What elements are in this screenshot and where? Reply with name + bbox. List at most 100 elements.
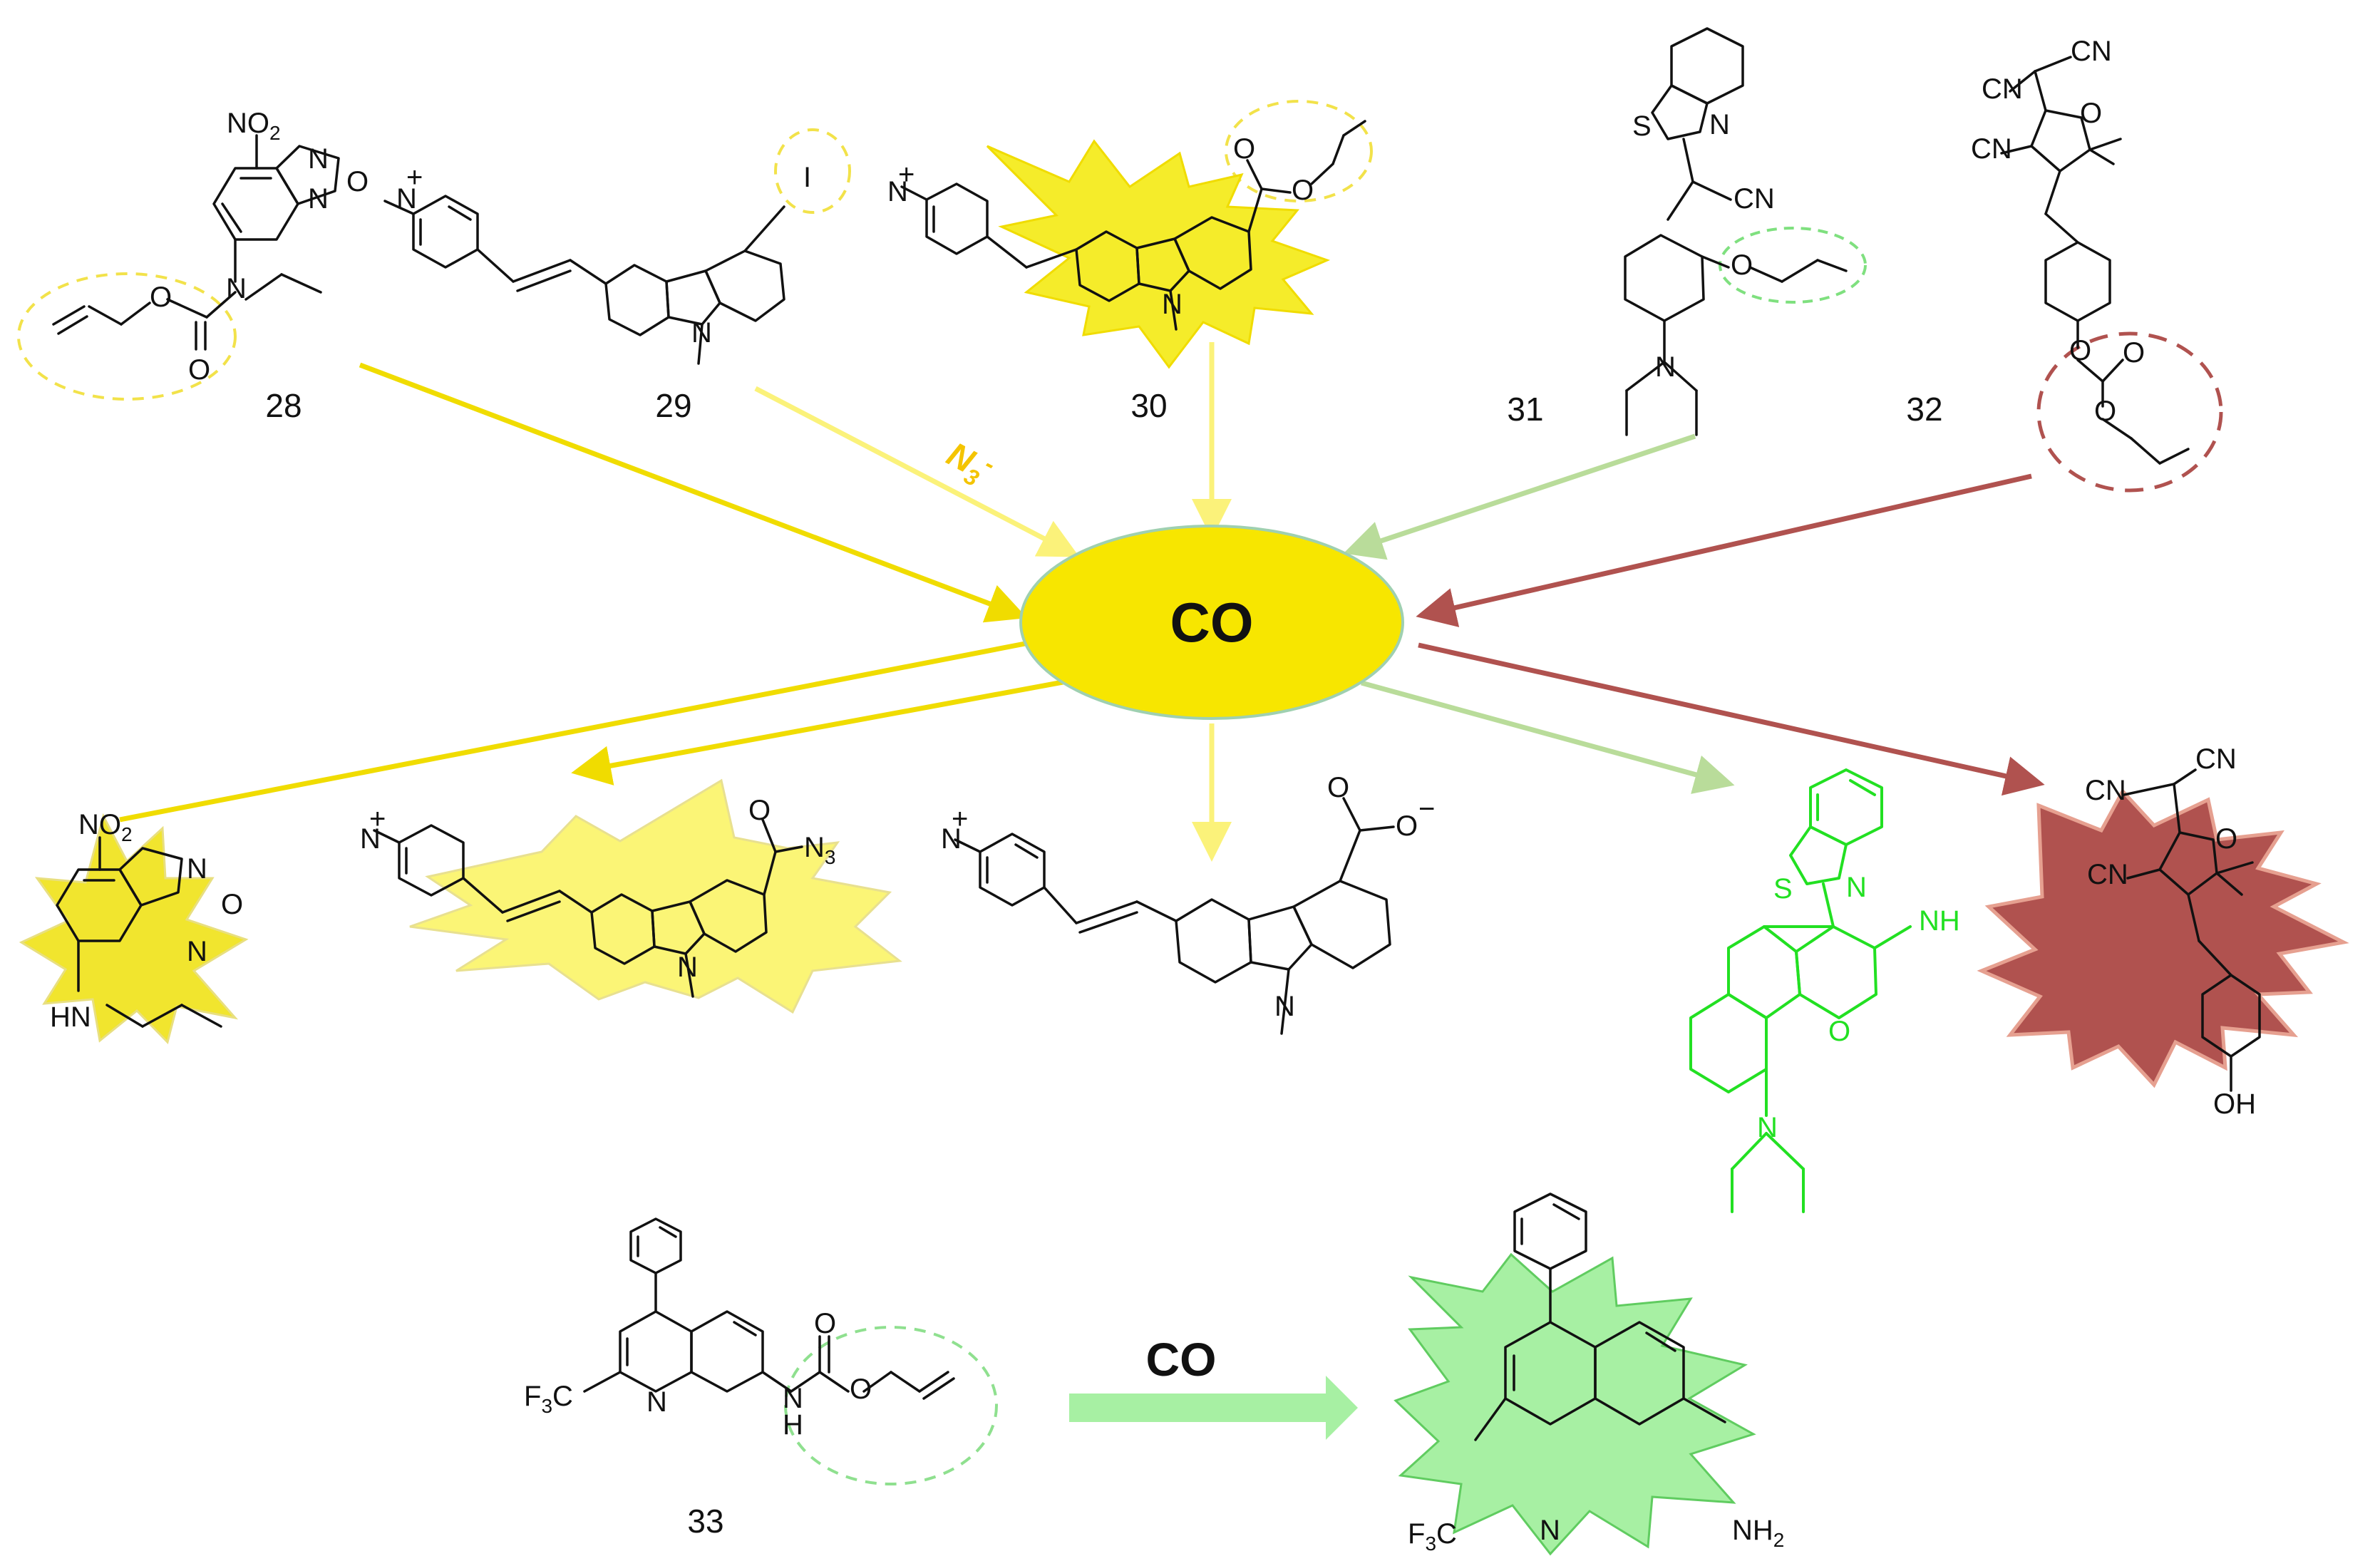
product-33-structure: F3C N NH2 xyxy=(1408,1192,1784,1555)
svg-text:NO2: NO2 xyxy=(227,108,281,144)
arrow-co-to-product-28 xyxy=(119,641,1026,823)
svg-text:N: N xyxy=(1846,872,1867,903)
product-28-structure: NO2 N O N HN xyxy=(50,809,243,1033)
compound-31-structure: S N CN O N xyxy=(1624,27,1848,436)
arrow-co-to-product-29 xyxy=(571,678,1071,785)
glow-burst-product-29 xyxy=(409,778,902,1014)
svg-text:N: N xyxy=(1540,1515,1560,1546)
co-hub-label: CO xyxy=(1170,591,1254,654)
reaction-arrow-label: CO xyxy=(1146,1333,1217,1386)
compound-32-structure: CN CN CN O O O O xyxy=(1971,36,2190,465)
svg-text:N: N xyxy=(308,143,329,175)
svg-text:N: N xyxy=(783,1383,803,1414)
svg-text:O: O xyxy=(814,1308,836,1339)
svg-text:−: − xyxy=(1418,793,1435,825)
svg-text:CN: CN xyxy=(2087,859,2128,890)
svg-text:CN: CN xyxy=(1971,133,2012,165)
svg-text:N: N xyxy=(691,317,712,349)
svg-text:O: O xyxy=(150,282,172,313)
svg-text:H: H xyxy=(783,1409,803,1441)
allyl-ester-circle-30 xyxy=(1225,100,1373,202)
svg-text:S: S xyxy=(1632,110,1652,142)
arrow-32-to-co xyxy=(1416,473,2032,627)
svg-text:O: O xyxy=(1731,249,1753,281)
svg-text:N3: N3 xyxy=(804,832,835,868)
svg-text:N: N xyxy=(226,273,247,304)
svg-text:N: N xyxy=(360,823,381,855)
svg-text:O: O xyxy=(188,354,210,386)
svg-text:O: O xyxy=(2080,98,2102,129)
svg-text:HN: HN xyxy=(50,1001,91,1033)
svg-text:O: O xyxy=(2094,396,2116,427)
svg-text:O: O xyxy=(1233,133,1255,165)
compound-31-label: 31 xyxy=(1507,391,1543,428)
svg-text:+: + xyxy=(952,803,968,835)
svg-text:O: O xyxy=(2215,823,2237,855)
glow-burst-product-33 xyxy=(1394,1252,1756,1556)
svg-text:NH: NH xyxy=(1919,905,1960,937)
glow-burst-product-32 xyxy=(1977,788,2349,1088)
compound-28-structure: NO2 N O N N O O xyxy=(52,108,369,386)
svg-text:N: N xyxy=(396,183,417,215)
product-29-structure: N + O N3 N xyxy=(360,795,835,998)
svg-text:N: N xyxy=(1655,351,1676,383)
svg-text:N: N xyxy=(1162,289,1183,320)
svg-text:CN: CN xyxy=(2195,743,2237,775)
compound-33-structure: F3C N N H O O xyxy=(524,1217,955,1441)
compound-30-structure: N + O O N xyxy=(887,120,1366,331)
svg-text:N: N xyxy=(308,183,329,215)
svg-text:O: O xyxy=(850,1374,872,1405)
co-hub-ellipse xyxy=(1019,525,1404,720)
svg-text:N: N xyxy=(187,853,207,885)
glow-burst-30 xyxy=(986,139,1331,369)
svg-text:O: O xyxy=(2123,337,2145,369)
svg-text:N: N xyxy=(187,936,207,967)
svg-text:I: I xyxy=(803,162,811,193)
svg-text:O: O xyxy=(748,795,771,826)
svg-text:+: + xyxy=(406,162,423,193)
svg-text:O: O xyxy=(1828,1016,1850,1047)
compound-30-label: 30 xyxy=(1130,387,1167,424)
iodo-circle-29 xyxy=(774,128,851,214)
compound-33-label: 33 xyxy=(687,1503,723,1540)
svg-text:O: O xyxy=(1396,810,1418,842)
svg-text:OH: OH xyxy=(2213,1088,2256,1120)
compound-28-label: 28 xyxy=(265,387,302,424)
svg-text:O: O xyxy=(221,889,243,920)
svg-text:NO2: NO2 xyxy=(78,809,133,845)
compound-29-label: 29 xyxy=(655,387,691,424)
allyl-carbamate-circle-28 xyxy=(17,272,237,401)
compound-32-label: 32 xyxy=(1906,391,1942,428)
svg-text:CN: CN xyxy=(1734,183,1775,215)
svg-text:N: N xyxy=(646,1386,667,1418)
svg-text:CN: CN xyxy=(2071,36,2112,67)
allyl-carbamate-circle-33 xyxy=(784,1326,998,1485)
svg-text:O: O xyxy=(1327,772,1349,803)
product-30-structure: N + O O − N xyxy=(941,772,1435,1035)
arrow-31-to-co xyxy=(1343,433,1696,560)
svg-text:N: N xyxy=(1709,109,1730,140)
svg-text:N: N xyxy=(677,952,698,983)
product-31-structure: S N NH O N xyxy=(1689,768,1960,1213)
svg-text:O: O xyxy=(1292,175,1314,206)
svg-text:CN: CN xyxy=(1982,73,2023,105)
svg-text:+: + xyxy=(369,803,386,835)
reaction-arrow xyxy=(1069,1376,1358,1440)
arrow-29-to-co xyxy=(754,386,1080,557)
svg-text:S: S xyxy=(1773,873,1793,905)
svg-text:CN: CN xyxy=(2085,775,2126,806)
arrow-co-to-product-31 xyxy=(1361,680,1735,794)
svg-text:+: + xyxy=(898,159,915,190)
arrow-28-to-co xyxy=(359,362,1028,623)
svg-text:F3C: F3C xyxy=(1408,1518,1457,1555)
compound-29-structure: N + I N xyxy=(383,162,811,365)
svg-text:NH2: NH2 xyxy=(1732,1515,1784,1551)
arrow-co-to-product-32 xyxy=(1418,642,2045,796)
svg-text:O: O xyxy=(346,166,369,197)
svg-text:N: N xyxy=(1274,991,1295,1022)
svg-text:N: N xyxy=(1757,1112,1778,1143)
svg-text:O: O xyxy=(2069,335,2091,366)
svg-text:N: N xyxy=(941,823,962,855)
allyl-carbonate-circle-32 xyxy=(2036,331,2223,493)
